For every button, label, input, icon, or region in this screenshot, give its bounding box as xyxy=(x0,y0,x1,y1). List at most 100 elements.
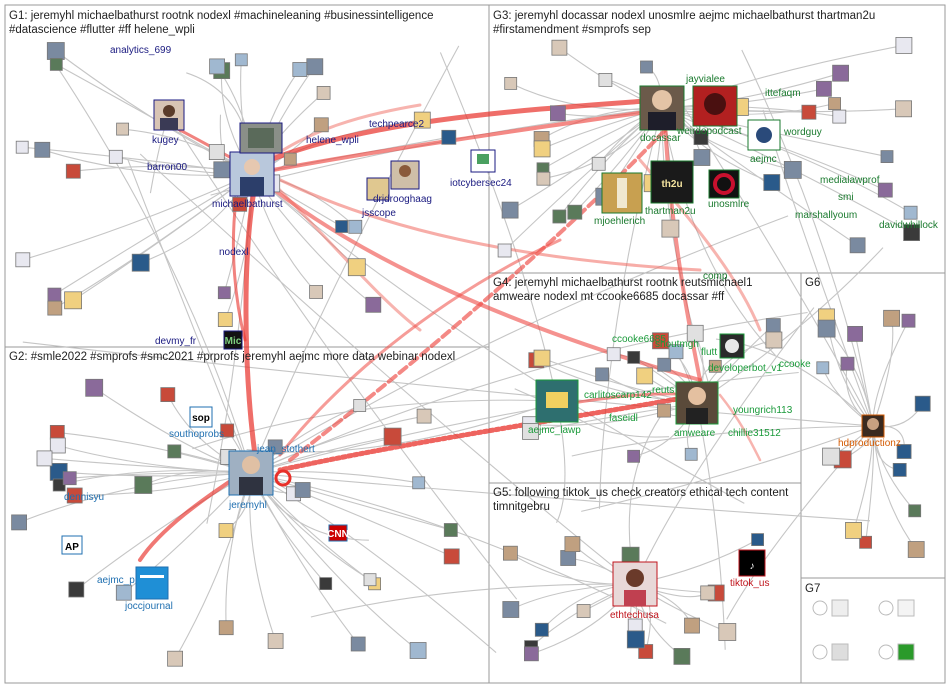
avatar-node[interactable] xyxy=(47,300,63,316)
avatar-node[interactable] xyxy=(383,427,402,446)
avatar-node[interactable] xyxy=(903,224,920,242)
avatar-node[interactable] xyxy=(504,77,518,90)
avatar-node[interactable] xyxy=(640,60,653,74)
avatar-node[interactable] xyxy=(416,408,432,424)
avatar-node[interactable] xyxy=(895,100,912,118)
avatar-node[interactable] xyxy=(892,462,907,477)
avatar-node[interactable] xyxy=(34,141,51,158)
avatar-node[interactable] xyxy=(347,258,366,277)
avatar-node[interactable] xyxy=(443,523,458,537)
avatar-node[interactable] xyxy=(903,205,918,220)
avatar-node[interactable] xyxy=(828,97,841,110)
avatar-node[interactable] xyxy=(217,312,233,328)
avatar-node[interactable] xyxy=(209,58,226,75)
avatar-node[interactable] xyxy=(232,196,248,212)
avatar-node[interactable] xyxy=(552,209,567,224)
avatar-node[interactable] xyxy=(62,471,77,486)
avatar-node[interactable] xyxy=(313,117,329,133)
avatar-node[interactable] xyxy=(47,287,62,302)
avatar-node[interactable] xyxy=(267,439,283,455)
avatar-node[interactable] xyxy=(700,585,716,601)
node-weirdopodcast-avatar[interactable] xyxy=(692,85,738,127)
avatar-node[interactable] xyxy=(306,58,324,76)
avatar-node[interactable] xyxy=(167,650,184,667)
avatar-node[interactable] xyxy=(564,536,581,552)
node-drjdrooghaag-avatar[interactable] xyxy=(390,160,420,190)
avatar-node[interactable] xyxy=(896,444,912,459)
avatar-node[interactable] xyxy=(560,550,577,566)
avatar-node[interactable] xyxy=(765,318,781,334)
avatar-node[interactable] xyxy=(684,447,698,461)
avatar-node[interactable] xyxy=(68,581,85,598)
avatar-node[interactable] xyxy=(65,163,81,179)
avatar-node[interactable] xyxy=(595,367,609,382)
avatar-node[interactable] xyxy=(567,204,583,220)
avatar-node[interactable] xyxy=(832,64,849,82)
node-tiktok-us-avatar[interactable]: ♪ xyxy=(738,549,766,577)
avatar-node[interactable] xyxy=(46,42,65,60)
avatar-node[interactable] xyxy=(131,253,150,272)
avatar-node[interactable] xyxy=(598,73,613,87)
node-joccjournal-avatar[interactable] xyxy=(135,566,169,600)
node-michaelbathurst-avatar[interactable] xyxy=(229,151,275,197)
avatar-node[interactable] xyxy=(85,378,104,397)
avatar-node[interactable] xyxy=(550,105,566,122)
avatar-node[interactable] xyxy=(412,476,426,490)
avatar-node[interactable] xyxy=(220,423,235,438)
avatar-node[interactable] xyxy=(49,58,63,71)
avatar-node[interactable] xyxy=(11,514,28,531)
avatar-node[interactable] xyxy=(751,533,764,546)
avatar-node[interactable] xyxy=(907,541,925,558)
avatar-node[interactable] xyxy=(684,617,700,634)
avatar-node[interactable] xyxy=(801,104,817,120)
node-mjoehlerich-avatar[interactable] xyxy=(601,172,643,214)
avatar-node[interactable] xyxy=(533,349,551,367)
node-developerbot-avatar[interactable] xyxy=(719,333,745,359)
avatar-node[interactable] xyxy=(267,633,284,649)
avatar-node[interactable] xyxy=(502,601,520,618)
avatar-node[interactable] xyxy=(49,424,65,440)
node-ap-avatar[interactable]: AP xyxy=(61,535,83,555)
avatar-node[interactable] xyxy=(657,403,671,418)
avatar-node[interactable] xyxy=(668,344,684,360)
avatar-node[interactable] xyxy=(208,144,225,161)
avatar-node[interactable] xyxy=(160,387,176,403)
avatar-node[interactable] xyxy=(708,359,722,373)
avatar-node[interactable] xyxy=(441,129,457,145)
avatar-node[interactable] xyxy=(363,573,377,587)
avatar-node[interactable] xyxy=(880,150,894,164)
node-ethtechusa-avatar[interactable] xyxy=(612,561,658,607)
avatar-node[interactable] xyxy=(15,140,29,154)
avatar-node[interactable] xyxy=(877,182,893,198)
avatar-node[interactable] xyxy=(115,584,132,601)
avatar-node[interactable] xyxy=(353,399,367,412)
avatar-node[interactable] xyxy=(551,39,568,56)
avatar-node[interactable] xyxy=(591,156,606,171)
avatar-node[interactable] xyxy=(606,347,621,362)
node-kugey-avatar[interactable] xyxy=(153,99,185,131)
avatar-node[interactable] xyxy=(283,152,297,166)
avatar-node[interactable] xyxy=(218,523,234,538)
node-docassar-avatar[interactable] xyxy=(639,85,685,131)
avatar-node[interactable] xyxy=(686,324,704,342)
avatar-node[interactable] xyxy=(522,422,539,440)
avatar-node[interactable] xyxy=(533,140,551,158)
avatar-node[interactable] xyxy=(840,356,855,371)
node-unosmlre-avatar[interactable] xyxy=(708,169,740,199)
avatar-node[interactable] xyxy=(816,80,832,97)
avatar-node[interactable] xyxy=(294,482,311,498)
avatar-node[interactable] xyxy=(66,487,83,504)
avatar-node[interactable] xyxy=(832,109,847,124)
avatar-node[interactable] xyxy=(895,37,913,54)
avatar-node[interactable] xyxy=(657,357,672,372)
avatar-node[interactable] xyxy=(627,350,641,364)
avatar-node[interactable] xyxy=(536,171,551,186)
avatar-node[interactable] xyxy=(292,62,308,77)
avatar-node[interactable] xyxy=(636,367,654,385)
avatar-node[interactable] xyxy=(213,161,231,179)
node-cnn-avatar[interactable]: CNN xyxy=(327,524,349,542)
avatar-node[interactable] xyxy=(652,332,669,350)
node-jeremyhl-avatar[interactable] xyxy=(228,450,274,496)
avatar-node[interactable] xyxy=(350,636,366,652)
avatar-node[interactable] xyxy=(167,444,182,459)
